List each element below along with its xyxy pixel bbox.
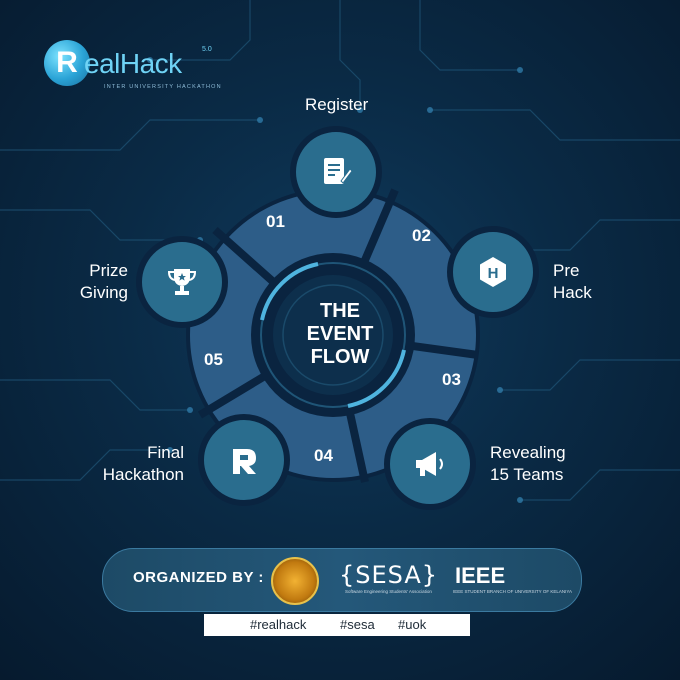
hashtag-uok: #uok: [398, 617, 427, 632]
logo-version: 5.0: [202, 46, 212, 53]
logo-badge: R: [44, 40, 90, 86]
step-node-final-hackathon[interactable]: [198, 414, 290, 506]
ieee-subtitle: IEEE STUDENT BRANCH OF UNIVERSITY OF KEL…: [453, 589, 573, 594]
step-3-line-1: Revealing: [490, 443, 566, 462]
realhack-r-icon: [233, 449, 256, 474]
step-3-line-2: 15 Teams: [490, 465, 564, 484]
organizers-bar: ORGANIZED BY : {SESA} Software Engineeri…: [102, 548, 582, 612]
document-edit-icon: [324, 158, 353, 184]
step-number-03: 03: [442, 370, 461, 389]
hashtag-realhack: #realhack: [250, 617, 307, 632]
step-5-line-1: Prize: [89, 261, 128, 280]
step-2-line-2: Hack: [553, 283, 592, 302]
center-title: THE EVENT FLOW: [270, 300, 410, 369]
svg-text:H: H: [488, 265, 499, 282]
center-line-2: EVENT: [306, 323, 374, 345]
center-line-3: FLOW: [310, 346, 370, 368]
sesa-subtitle: Software Engineering Students' Associati…: [345, 589, 432, 594]
step-number-02: 02: [412, 226, 431, 245]
step-5-line-2: Giving: [79, 283, 128, 302]
realhack-logo: R ealHack 5.0 INTER UNIVERSITY HACKATHON: [44, 38, 224, 98]
step-label-prize-giving: Prize Giving: [40, 260, 128, 304]
university-seal-icon: [271, 557, 319, 605]
logo-tagline: INTER UNIVERSITY HACKATHON: [104, 84, 222, 90]
step-number-04: 04: [314, 446, 333, 465]
sesa-logo: {SESA}: [339, 561, 439, 589]
step-number-05: 05: [204, 350, 223, 369]
step-label-final-hackathon: Final Hackathon: [84, 442, 184, 486]
center-line-1: THE: [320, 300, 360, 322]
step-label-pre-hack: Pre Hack: [553, 260, 592, 304]
step-1-line-1: Register: [305, 95, 369, 114]
logo-wordmark: ealHack: [84, 48, 182, 79]
ieee-logo: IEEE: [455, 563, 506, 588]
step-node-pre-hack[interactable]: H: [447, 226, 539, 318]
step-node-revealing[interactable]: [384, 418, 476, 510]
step-4-line-1: Final: [147, 443, 184, 462]
step-label-register: Register: [305, 94, 368, 116]
step-node-prize-giving[interactable]: [136, 236, 228, 328]
step-number-01: 01: [266, 212, 285, 231]
step-label-revealing: Revealing 15 Teams: [490, 442, 566, 486]
step-2-line-1: Pre: [553, 261, 580, 280]
trophy-icon: [167, 269, 197, 295]
megaphone-icon: [416, 452, 443, 476]
step-4-line-2: Hackathon: [102, 465, 184, 484]
step-node-register[interactable]: [290, 126, 382, 218]
hashtag-sesa: #sesa: [340, 617, 375, 632]
hexagon-h-icon: H: [480, 257, 506, 287]
organized-by-label: ORGANIZED BY :: [133, 569, 264, 586]
hashtag-strip: #realhack #sesa #uok: [204, 614, 470, 636]
